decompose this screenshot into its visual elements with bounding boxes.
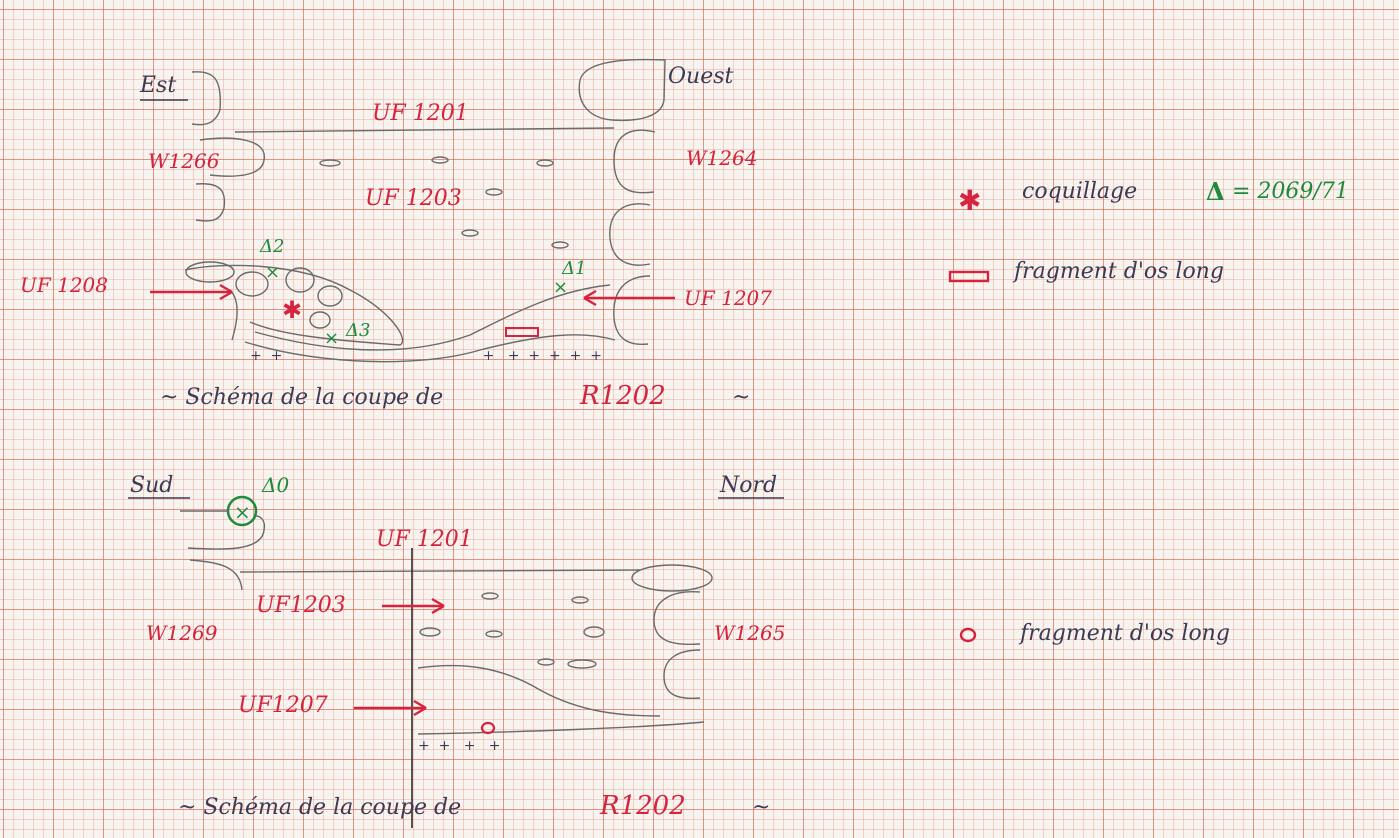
section-sud-nord: Sud Nord × Δ0 + + + + UF 1201 UF1203 <box>128 473 785 828</box>
legend-triangle-value: = 2069/71 <box>1232 179 1349 204</box>
stone-left-3 <box>195 183 226 222</box>
stone-right-4 <box>613 275 651 346</box>
label-uf1208: UF 1208 <box>20 273 108 297</box>
arrow-head-uf1203-sud <box>431 597 445 615</box>
stone-left-sud-2 <box>189 559 243 591</box>
layer-line-top-sud <box>239 569 641 573</box>
caption-section2-text: ~ Schéma de la coupe de <box>178 795 461 820</box>
find-x-2: × <box>265 262 280 283</box>
arrow-head-uf1207 <box>583 289 597 307</box>
legend-bone-small-icon <box>959 627 977 643</box>
legend-shell-icon: ✱ <box>958 184 981 217</box>
label-uf1207-sud: UF1207 <box>238 693 328 718</box>
orientation-est: Est <box>139 73 176 98</box>
arrow-head-uf1207-sud <box>413 699 427 717</box>
stone-right-2 <box>613 129 656 194</box>
stone-left-sud-1 <box>187 515 266 550</box>
label-uf1203-sud: UF1203 <box>256 593 346 618</box>
stone-right-nord-3 <box>663 649 701 700</box>
stone-in-fill-4 <box>317 285 343 307</box>
cut-bottom <box>244 334 616 363</box>
section-est-ouest: Est Ouest + + <box>20 58 772 411</box>
label-w1266: W1266 <box>148 149 220 173</box>
pebble <box>571 596 589 604</box>
pebble <box>461 229 479 237</box>
stone-left-4 <box>229 289 238 341</box>
bone-fragment-small <box>480 721 496 735</box>
marker-delta-2: Δ2 <box>259 236 284 257</box>
shell-find: ✱ <box>282 296 302 324</box>
caption-section2-ref: R1202 <box>599 791 686 821</box>
legend-bone-small-label: fragment d'os long <box>1018 621 1230 646</box>
plus-mark: + + + + + + + + <box>250 348 602 364</box>
orientation-ouest: Ouest <box>668 64 734 89</box>
uf1207-boundary <box>254 284 611 351</box>
caption-section2-tilde: ~ <box>752 795 770 820</box>
find-x-1: × <box>553 277 568 298</box>
pebble <box>537 658 555 666</box>
caption-section1-ref: R1202 <box>579 381 666 411</box>
marker-delta-1: Δ1 <box>561 258 586 279</box>
stone-right-3 <box>609 203 651 266</box>
pebble <box>419 627 441 637</box>
stone-in-fill-2 <box>235 271 269 297</box>
pebble <box>536 159 554 167</box>
stone-left-2 <box>199 137 265 177</box>
label-w1264: W1264 <box>686 146 757 170</box>
legend-bone-long-label: fragment d'os long <box>1012 259 1224 284</box>
arrow-head-uf1208 <box>219 283 233 301</box>
find-x-3: × <box>324 328 339 349</box>
plus-mark: + + + + <box>418 738 501 754</box>
pebble <box>481 592 499 600</box>
label-w1269: W1269 <box>146 621 218 645</box>
legend-shell-label: coquillage <box>1022 179 1137 204</box>
label-w1265: W1265 <box>714 621 785 645</box>
stone-right-1 <box>578 58 666 122</box>
orientation-nord: Nord <box>719 473 777 498</box>
caption-section1-tilde: ~ <box>732 385 750 410</box>
marker-delta-0: Δ0 <box>261 473 289 497</box>
stone-right-nord-2 <box>653 591 701 646</box>
pebble <box>551 241 569 249</box>
pebble <box>583 626 605 638</box>
bone-fragment-long <box>505 327 539 337</box>
pebble <box>567 659 597 669</box>
pebble <box>485 188 503 196</box>
pebble <box>485 630 503 638</box>
label-uf1203: UF 1203 <box>365 186 462 211</box>
uf1208-lens <box>184 264 404 346</box>
caption-section1-text: ~ Schéma de la coupe de <box>160 385 443 410</box>
label-uf1207: UF 1207 <box>684 286 772 310</box>
stone-in-fill-1 <box>185 261 235 283</box>
legend-bone-long-icon <box>948 270 990 283</box>
label-uf1201-top: UF 1201 <box>372 101 469 126</box>
cut-bottom-sud <box>417 721 705 735</box>
find-x-0: × <box>234 500 251 524</box>
orientation-sud: Sud <box>130 473 173 498</box>
stone-right-nord-1 <box>631 564 713 592</box>
legend: ✱ coquillage Δ = 2069/71 fragment d'os l… <box>948 177 1349 646</box>
legend-triangle-icon: Δ <box>1206 177 1225 206</box>
pebble <box>431 156 449 164</box>
stone-in-fill-3 <box>285 267 315 293</box>
marker-delta-3: Δ3 <box>345 320 370 341</box>
layer-line-top <box>234 127 615 133</box>
pebble <box>319 159 341 167</box>
label-uf1201-sud: UF 1201 <box>376 527 473 552</box>
stone-in-fill-5 <box>309 311 331 329</box>
uf1207-boundary-sud <box>417 664 661 717</box>
stone-left-1 <box>191 71 222 126</box>
